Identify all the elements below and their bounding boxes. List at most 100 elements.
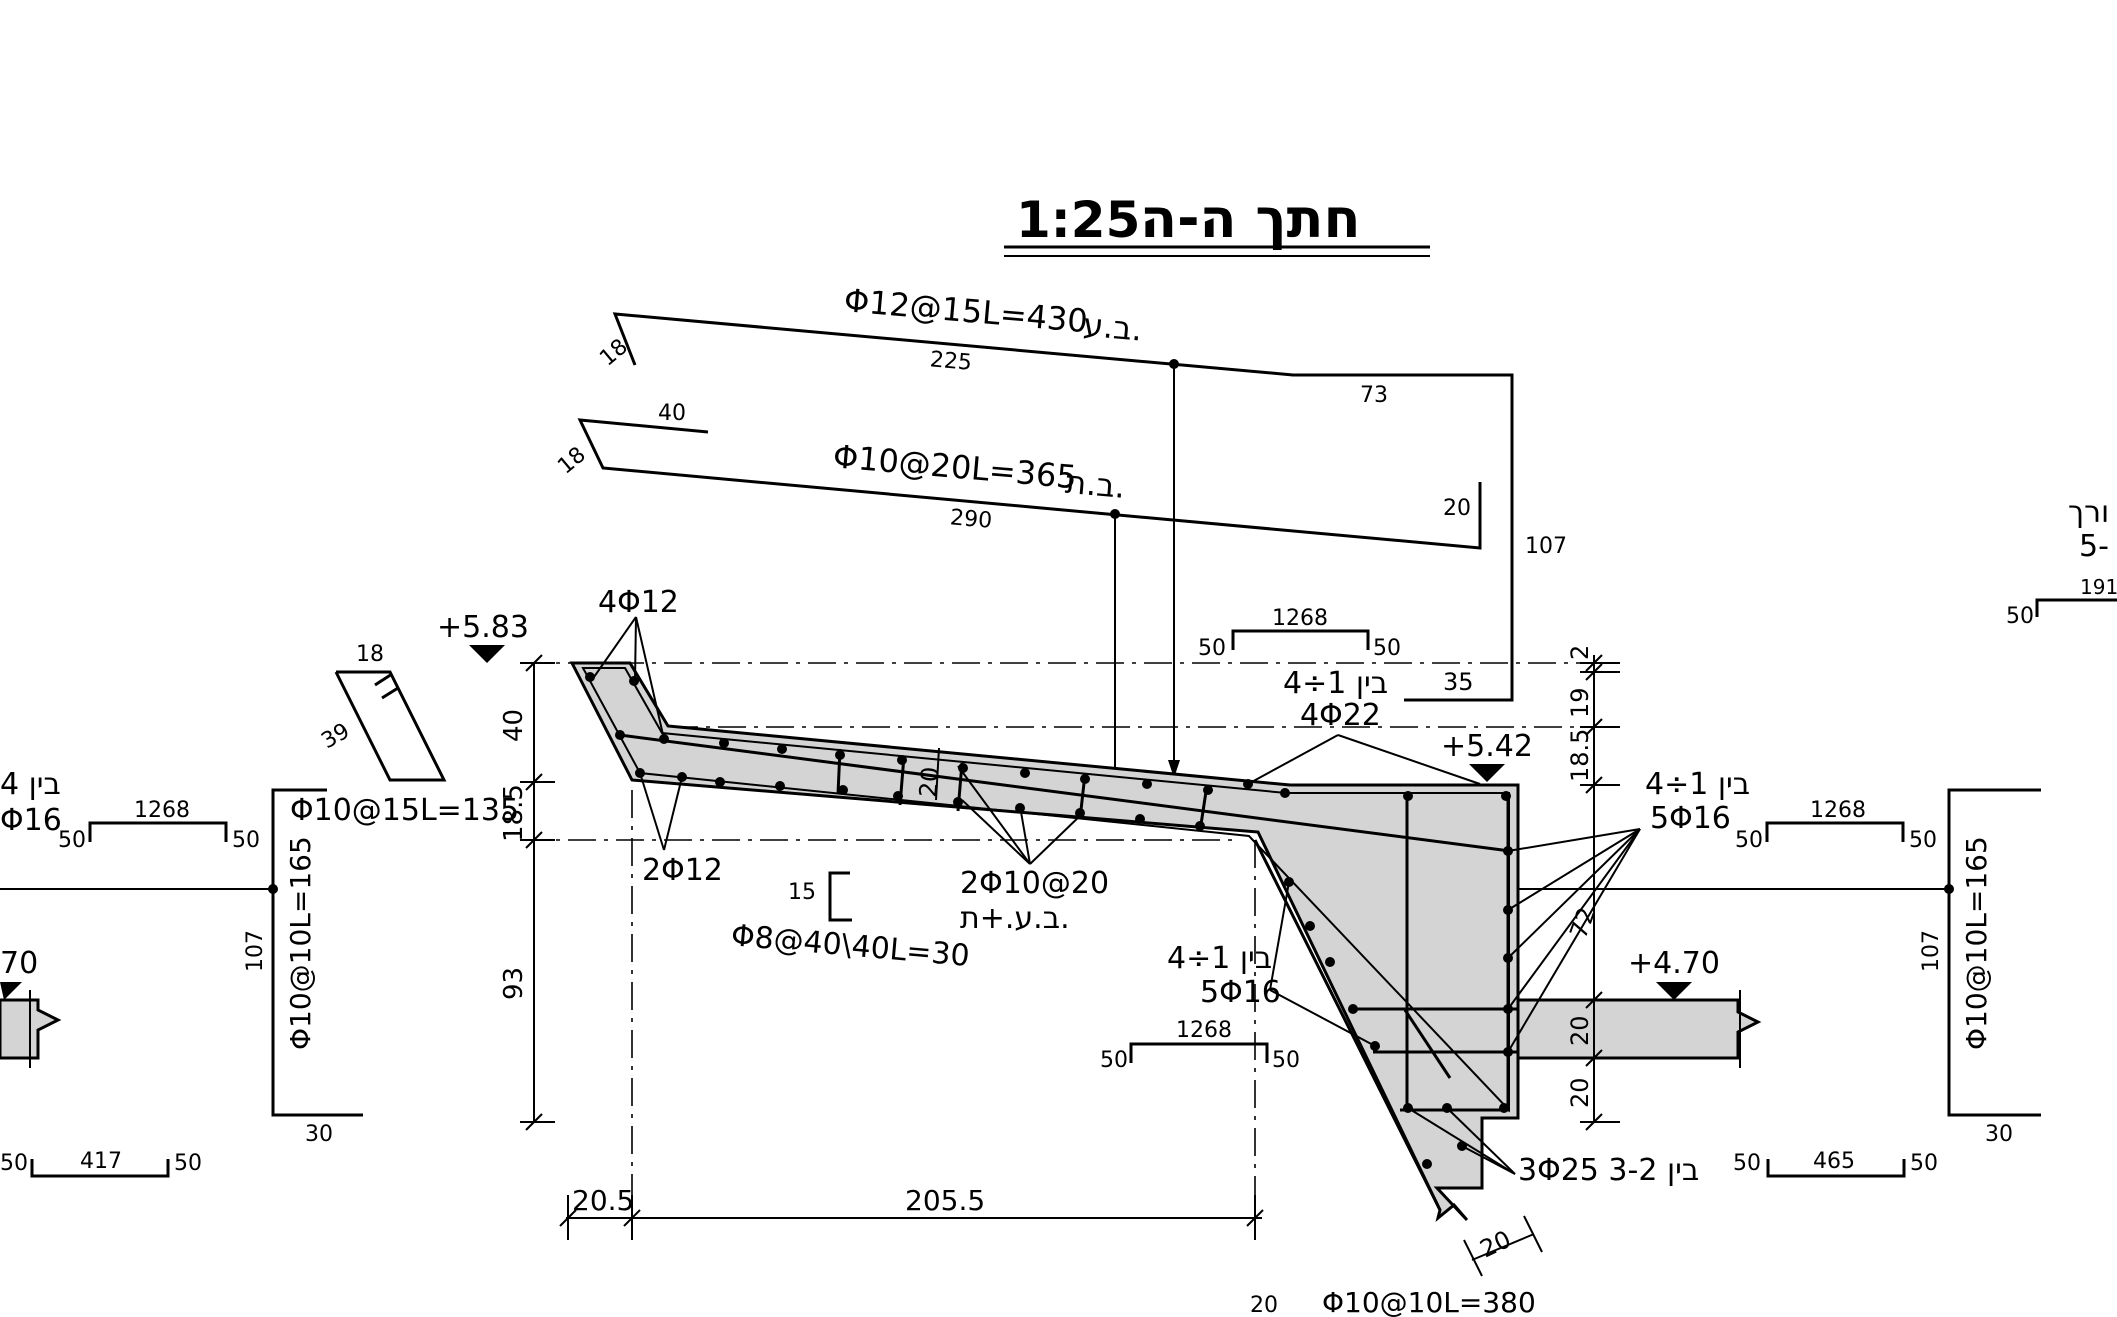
schedule-top-center-mid: 1268 bbox=[1272, 606, 1328, 631]
dim-h-20-5: 20.5 bbox=[572, 1184, 634, 1217]
callout-mid-low-a: בין 1÷4 bbox=[1167, 941, 1272, 976]
level-right-low-marker bbox=[1656, 982, 1692, 1000]
right-u-bar bbox=[1947, 788, 2041, 1117]
callout-far-right-c: 191 bbox=[2080, 575, 2117, 599]
top-bar-seg-d: 107 bbox=[1525, 534, 1567, 559]
schedule-top-center-left: 50 bbox=[1198, 636, 1226, 661]
top-bar-seg-e: 35 bbox=[1443, 668, 1474, 696]
bottom-bar-shape bbox=[577, 418, 1482, 550]
bottom-bar-spec: Φ10@20L=365 bbox=[832, 437, 1079, 496]
level-right-low-text: +4.70 bbox=[1628, 946, 1720, 981]
callout-mid-stirrup-b: ב.ע.+ת. bbox=[960, 901, 1070, 936]
dim-r-18-5: 18.5 bbox=[1566, 729, 1594, 782]
bottom-label-spec: Φ10@10L=380 bbox=[1322, 1286, 1536, 1317]
callout-top-right-a: בין 1÷4 bbox=[1283, 666, 1388, 701]
schedule-left: 50 1268 50 bbox=[58, 798, 260, 853]
level-left-low-marker bbox=[0, 982, 22, 1000]
small-bar-seg-b: 39 bbox=[317, 719, 354, 755]
dim-v-93: 93 bbox=[499, 967, 529, 1000]
level-left-low-text: 70 bbox=[0, 946, 38, 981]
schedule-right-mid: 1268 bbox=[1810, 798, 1866, 823]
callout-mid-stirrup-a: 2Φ10@20 bbox=[960, 866, 1109, 901]
level-right-mid: +5.42 bbox=[1441, 729, 1533, 782]
schedule-bottom-right-right: 50 bbox=[1910, 1151, 1938, 1176]
bottom-bar-seg-b: 18 bbox=[553, 442, 591, 479]
callout-far-right-a: ורך bbox=[2068, 495, 2109, 530]
small-bar-spec: Φ10@15L=135 bbox=[290, 793, 519, 828]
callout-top-left: 4Φ12 bbox=[598, 585, 679, 620]
callout-mid-low-b: 5Φ16 bbox=[1200, 975, 1281, 1010]
schedule-bottom-left: 50 417 50 bbox=[0, 1149, 202, 1178]
far-right-schedule-line bbox=[2035, 598, 2117, 617]
left-u-spec: Φ10@10L=165 bbox=[284, 836, 317, 1050]
callout-far-right-b: 5- bbox=[2079, 529, 2109, 564]
dim-h-205-5: 205.5 bbox=[905, 1184, 985, 1217]
schedule-mid-low-right: 50 bbox=[1272, 1048, 1300, 1073]
level-left-low: 70 bbox=[0, 946, 38, 1000]
top-bar-note: ב.ע. bbox=[1082, 306, 1144, 349]
dim-slab-20: 20 bbox=[914, 766, 945, 799]
top-bar-seg-c: 73 bbox=[1360, 383, 1388, 408]
right-u-spec: Φ10@10L=165 bbox=[1960, 836, 1993, 1050]
dim-r-20a: 20 bbox=[1566, 1015, 1594, 1046]
schedule-left-left: 50 bbox=[58, 828, 86, 853]
schedule-bottom-right-mid: 465 bbox=[1813, 1149, 1855, 1174]
stirrup-spec: Φ8@40\40L=30 bbox=[730, 918, 971, 974]
schedule-mid-low-left: 50 bbox=[1100, 1048, 1128, 1073]
callout-right-b: 5Φ16 bbox=[1650, 801, 1731, 836]
right-u-seg-a: 107 bbox=[1919, 930, 1944, 972]
top-bar-seg-b: 225 bbox=[929, 347, 973, 376]
left-u-bar bbox=[271, 788, 363, 1117]
title-hebrew: חתך ה-ה bbox=[1140, 187, 1361, 250]
level-left-top-marker bbox=[469, 645, 505, 663]
dim-r-72: 72 bbox=[1564, 904, 1601, 942]
title-scale: 1:25 bbox=[1016, 191, 1140, 249]
schedule-bottom-left-mid: 417 bbox=[80, 1149, 122, 1174]
schedule-right-left: 50 bbox=[1735, 828, 1763, 853]
callout-leaders bbox=[593, 616, 1641, 1175]
schedule-bottom-right: 50 465 50 bbox=[1733, 1149, 1938, 1178]
callout-top-right-b: 4Φ22 bbox=[1300, 698, 1381, 733]
schedule-top-center-right: 50 bbox=[1373, 636, 1401, 661]
dim-r-2: 2 bbox=[1566, 645, 1594, 660]
dim-low-20: 20 bbox=[1250, 1293, 1278, 1317]
stirrup-shape bbox=[828, 871, 852, 922]
schedule-bottom-left-left: 50 bbox=[0, 1151, 28, 1176]
level-left-top: +5.83 bbox=[437, 610, 529, 663]
stirrup-seg: 15 bbox=[788, 880, 816, 905]
schedule-left-right: 50 bbox=[232, 828, 260, 853]
right-u-seg-b: 30 bbox=[1985, 1122, 2013, 1147]
bottom-bar-note: ב.ת. bbox=[1064, 463, 1127, 506]
top-bar-spec: Φ12@15L=430 bbox=[843, 281, 1090, 340]
bottom-bar-seg-c: 290 bbox=[949, 505, 993, 534]
top-bar-seg-a: 18 bbox=[595, 334, 633, 371]
bottom-bar-seg-d: 20 bbox=[1443, 496, 1471, 521]
small-bar-shape bbox=[334, 670, 447, 782]
dim-bot-20: 20 bbox=[1476, 1225, 1516, 1263]
callout-right-a: בין 1÷4 bbox=[1645, 767, 1750, 802]
schedule-right: 50 1268 50 bbox=[1735, 798, 1937, 853]
schedule-bottom-left-right: 50 bbox=[174, 1151, 202, 1176]
dimension-lines bbox=[520, 654, 1620, 1277]
callout-bottom-right: 3Φ25 3-2 בין bbox=[1518, 1153, 1699, 1188]
schedule-left-mid: 1268 bbox=[134, 798, 190, 823]
bottom-bar-seg-a: 40 bbox=[658, 401, 686, 426]
level-right-mid-text: +5.42 bbox=[1441, 729, 1533, 764]
callout-far-right-d: 50 bbox=[2006, 604, 2034, 629]
callout-left-edge-a: בין 4 bbox=[0, 767, 61, 802]
callout-left-edge-b: Φ16 bbox=[0, 803, 62, 838]
slab-fill bbox=[569, 661, 1520, 1223]
top-bar-shape bbox=[612, 312, 1514, 702]
rebar-lines bbox=[619, 733, 1518, 1211]
schedule-top-center: 50 1268 50 bbox=[1198, 606, 1401, 661]
schedule-bottom-right-left: 50 bbox=[1733, 1151, 1761, 1176]
small-bar-seg-a: 18 bbox=[356, 642, 384, 667]
dim-r-19: 19 bbox=[1566, 687, 1594, 718]
level-right-low: +4.70 bbox=[1628, 946, 1720, 1000]
section-title: 1:25 חתך ה-ה bbox=[1004, 187, 1430, 257]
centerlines bbox=[520, 662, 1620, 1230]
callout-bottom-left: 2Φ12 bbox=[642, 853, 723, 888]
level-left-top-text: +5.83 bbox=[437, 610, 529, 645]
left-u-seg-a: 107 bbox=[243, 930, 268, 972]
